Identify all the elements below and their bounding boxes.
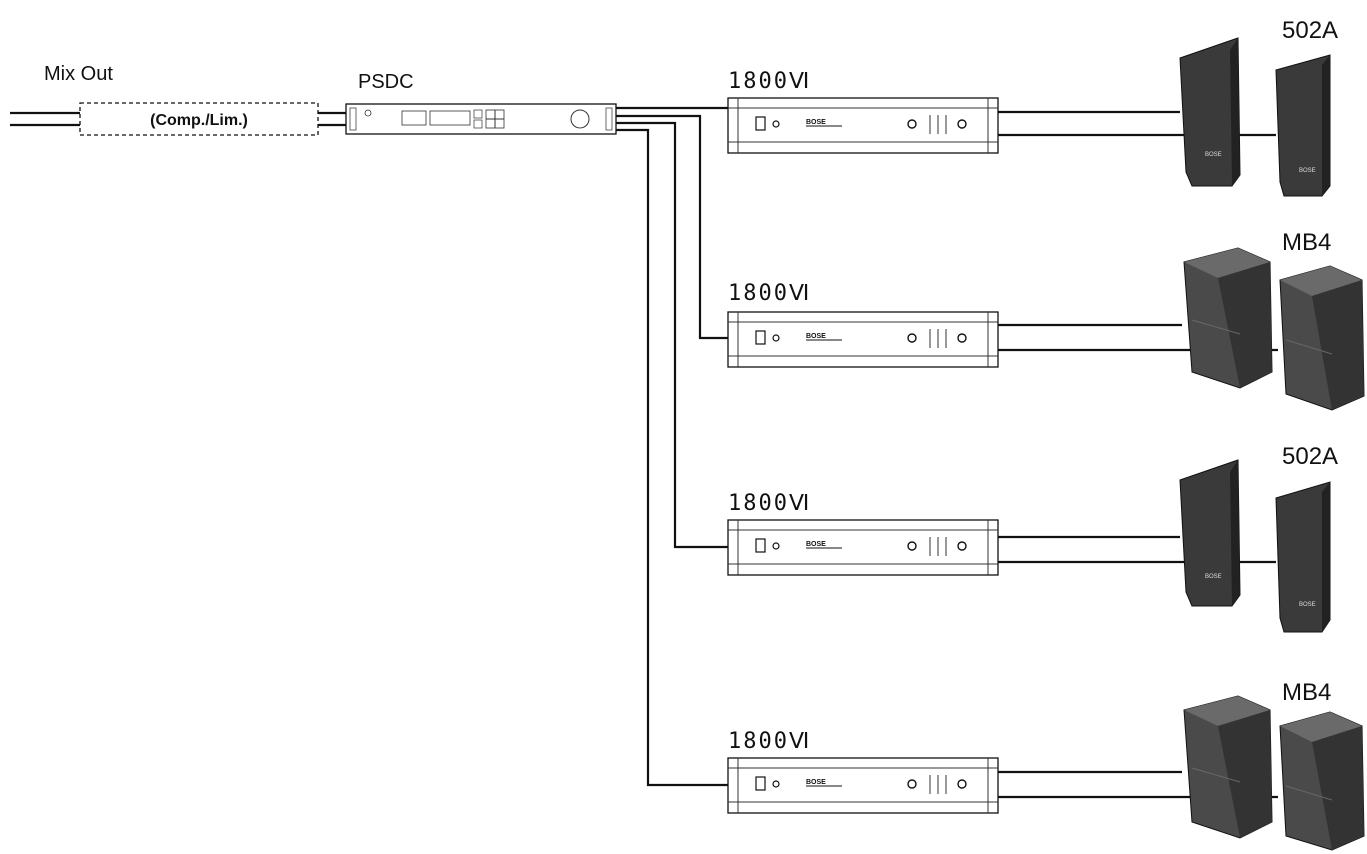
cube-speaker-icon bbox=[1279, 711, 1365, 851]
cube-speaker-icon bbox=[1279, 265, 1365, 411]
speaker-4-label: MB4 bbox=[1282, 679, 1331, 706]
input-wires bbox=[10, 111, 80, 127]
amplifier-1: 1800Ⅵ BOSE bbox=[727, 69, 999, 154]
amplifier-1-label: 1800Ⅵ bbox=[728, 69, 811, 94]
svg-text:BOSE: BOSE bbox=[1299, 168, 1316, 174]
svg-text:BOSE: BOSE bbox=[806, 119, 826, 126]
comp-lim-box: (Comp./Lim.) bbox=[79, 102, 319, 136]
mix-out-label: Mix Out bbox=[44, 63, 113, 85]
svg-text:BOSE: BOSE bbox=[1205, 574, 1222, 580]
svg-text:BOSE: BOSE bbox=[1299, 602, 1316, 608]
svg-text:BOSE: BOSE bbox=[806, 333, 826, 340]
column-speaker-pair-1: BOSE BOSE bbox=[1179, 37, 1331, 197]
svg-text:BOSE: BOSE bbox=[1205, 152, 1222, 158]
column-speaker-icon: BOSE bbox=[1275, 481, 1331, 633]
cube-speaker-pair-2 bbox=[1183, 247, 1365, 411]
psdc-processor bbox=[345, 103, 617, 135]
amplifier-3-label: 1800Ⅵ bbox=[728, 491, 811, 516]
speaker-1-label: 502A bbox=[1282, 17, 1338, 44]
speaker-2-label: MB4 bbox=[1282, 229, 1331, 256]
amplifier-4-label: 1800Ⅵ bbox=[728, 729, 811, 754]
column-speaker-icon: BOSE bbox=[1179, 459, 1241, 607]
comp-to-processor-wires bbox=[318, 111, 346, 127]
cube-speaker-pair-4 bbox=[1183, 695, 1365, 851]
amplifier-3: 1800Ⅵ BOSE bbox=[727, 491, 999, 576]
cube-speaker-icon bbox=[1183, 695, 1273, 839]
svg-text:BOSE: BOSE bbox=[806, 779, 826, 786]
column-speaker-pair-3: BOSE BOSE bbox=[1179, 459, 1331, 633]
speaker-3-label: 502A bbox=[1282, 443, 1338, 470]
comp-lim-label: (Comp./Lim.) bbox=[150, 112, 248, 129]
processor-to-amp-wires bbox=[616, 106, 728, 787]
column-speaker-icon: BOSE bbox=[1179, 37, 1241, 187]
amplifier-2-label: 1800Ⅵ bbox=[728, 281, 811, 306]
amp-to-speaker-wires bbox=[998, 110, 1278, 799]
amplifier-group: 1800Ⅵ BOSE 1800Ⅵ BOS bbox=[727, 69, 999, 814]
amplifier-2: 1800Ⅵ BOSE bbox=[727, 281, 999, 368]
cube-speaker-icon bbox=[1183, 247, 1273, 389]
processor-label: PSDC bbox=[358, 71, 414, 93]
svg-text:BOSE: BOSE bbox=[806, 541, 826, 548]
column-speaker-icon: BOSE bbox=[1275, 54, 1331, 197]
amplifier-4: 1800Ⅵ BOSE bbox=[727, 729, 999, 814]
